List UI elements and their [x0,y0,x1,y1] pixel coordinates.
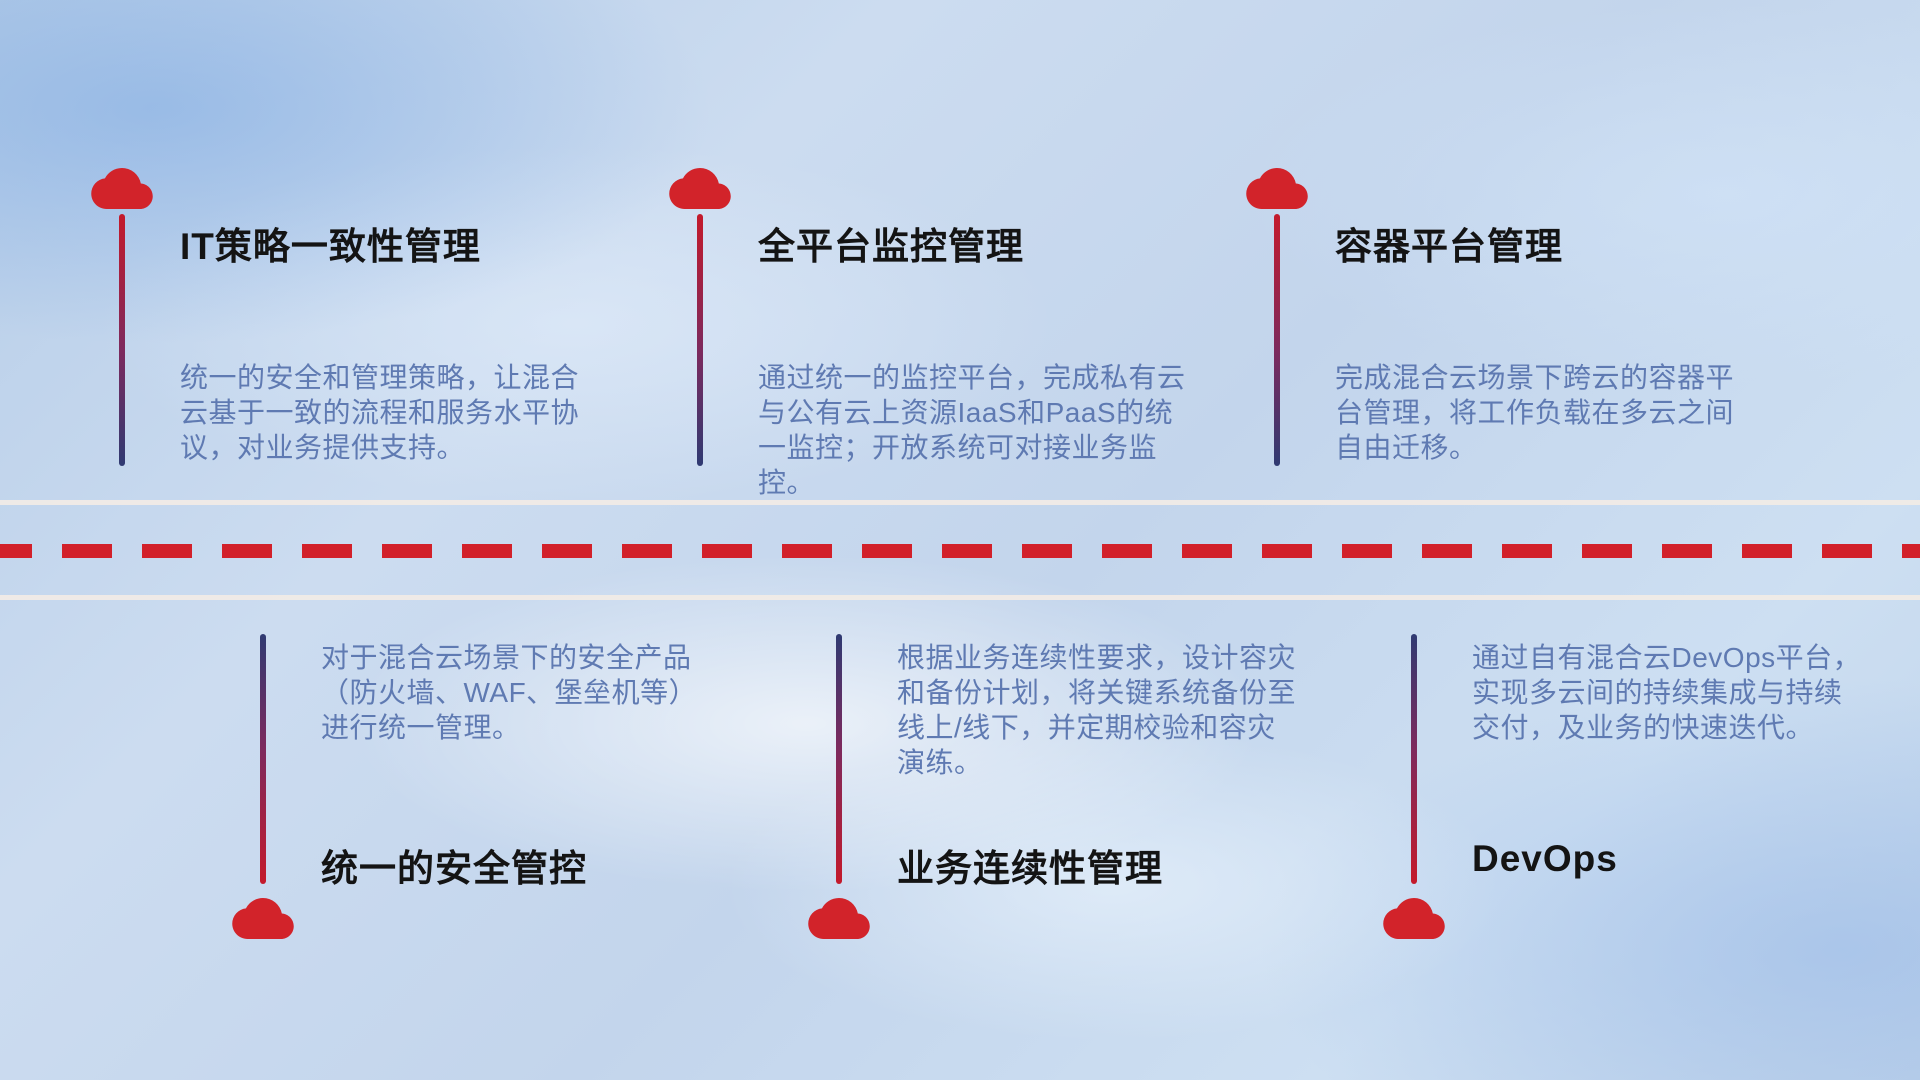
road-edge-top [0,500,1920,505]
feature-description: 完成混合云场景下跨云的容器平台管理，将工作负载在多云之间自由迁移。 [1335,362,1735,463]
feature-description: 统一的安全和管理策略，让混合云基于一致的流程和服务水平协议，对业务提供支持。 [180,362,580,463]
cloud-icon [232,898,294,939]
cloud-icon [808,898,870,939]
road-edge-bottom [0,595,1920,600]
cloud-icon [1246,168,1308,209]
timeline-connector [260,634,266,884]
feature-title: 统一的安全管控 [321,848,587,889]
feature-title: IT策略一致性管理 [180,226,481,267]
road-center-dashes [0,544,1920,558]
timeline-connector [697,214,703,466]
timeline-connector [1411,634,1417,884]
timeline-connector [836,634,842,884]
timeline-connector [1274,214,1280,466]
feature-description: 通过统一的监控平台，完成私有云与公有云上资源IaaS和PaaS的统一监控；开放系… [758,362,1186,498]
feature-title: 全平台监控管理 [758,226,1024,267]
feature-description: 对于混合云场景下的安全产品（防火墙、WAF、堡垒机等）进行统一管理。 [321,642,698,743]
feature-description: 通过自有混合云DevOps平台，实现多云间的持续集成与持续交付，及业务的快速迭代… [1472,642,1862,743]
feature-title: DevOps [1472,838,1618,879]
cloud-icon [91,168,153,209]
feature-description: 根据业务连续性要求，设计容灾和备份计划，将关键系统备份至线上/线下，并定期校验和… [897,642,1297,778]
feature-title: 容器平台管理 [1335,226,1563,267]
timeline-connector [119,214,125,466]
cloud-icon [669,168,731,209]
cloud-icon [1383,898,1445,939]
feature-title: 业务连续性管理 [897,848,1163,889]
